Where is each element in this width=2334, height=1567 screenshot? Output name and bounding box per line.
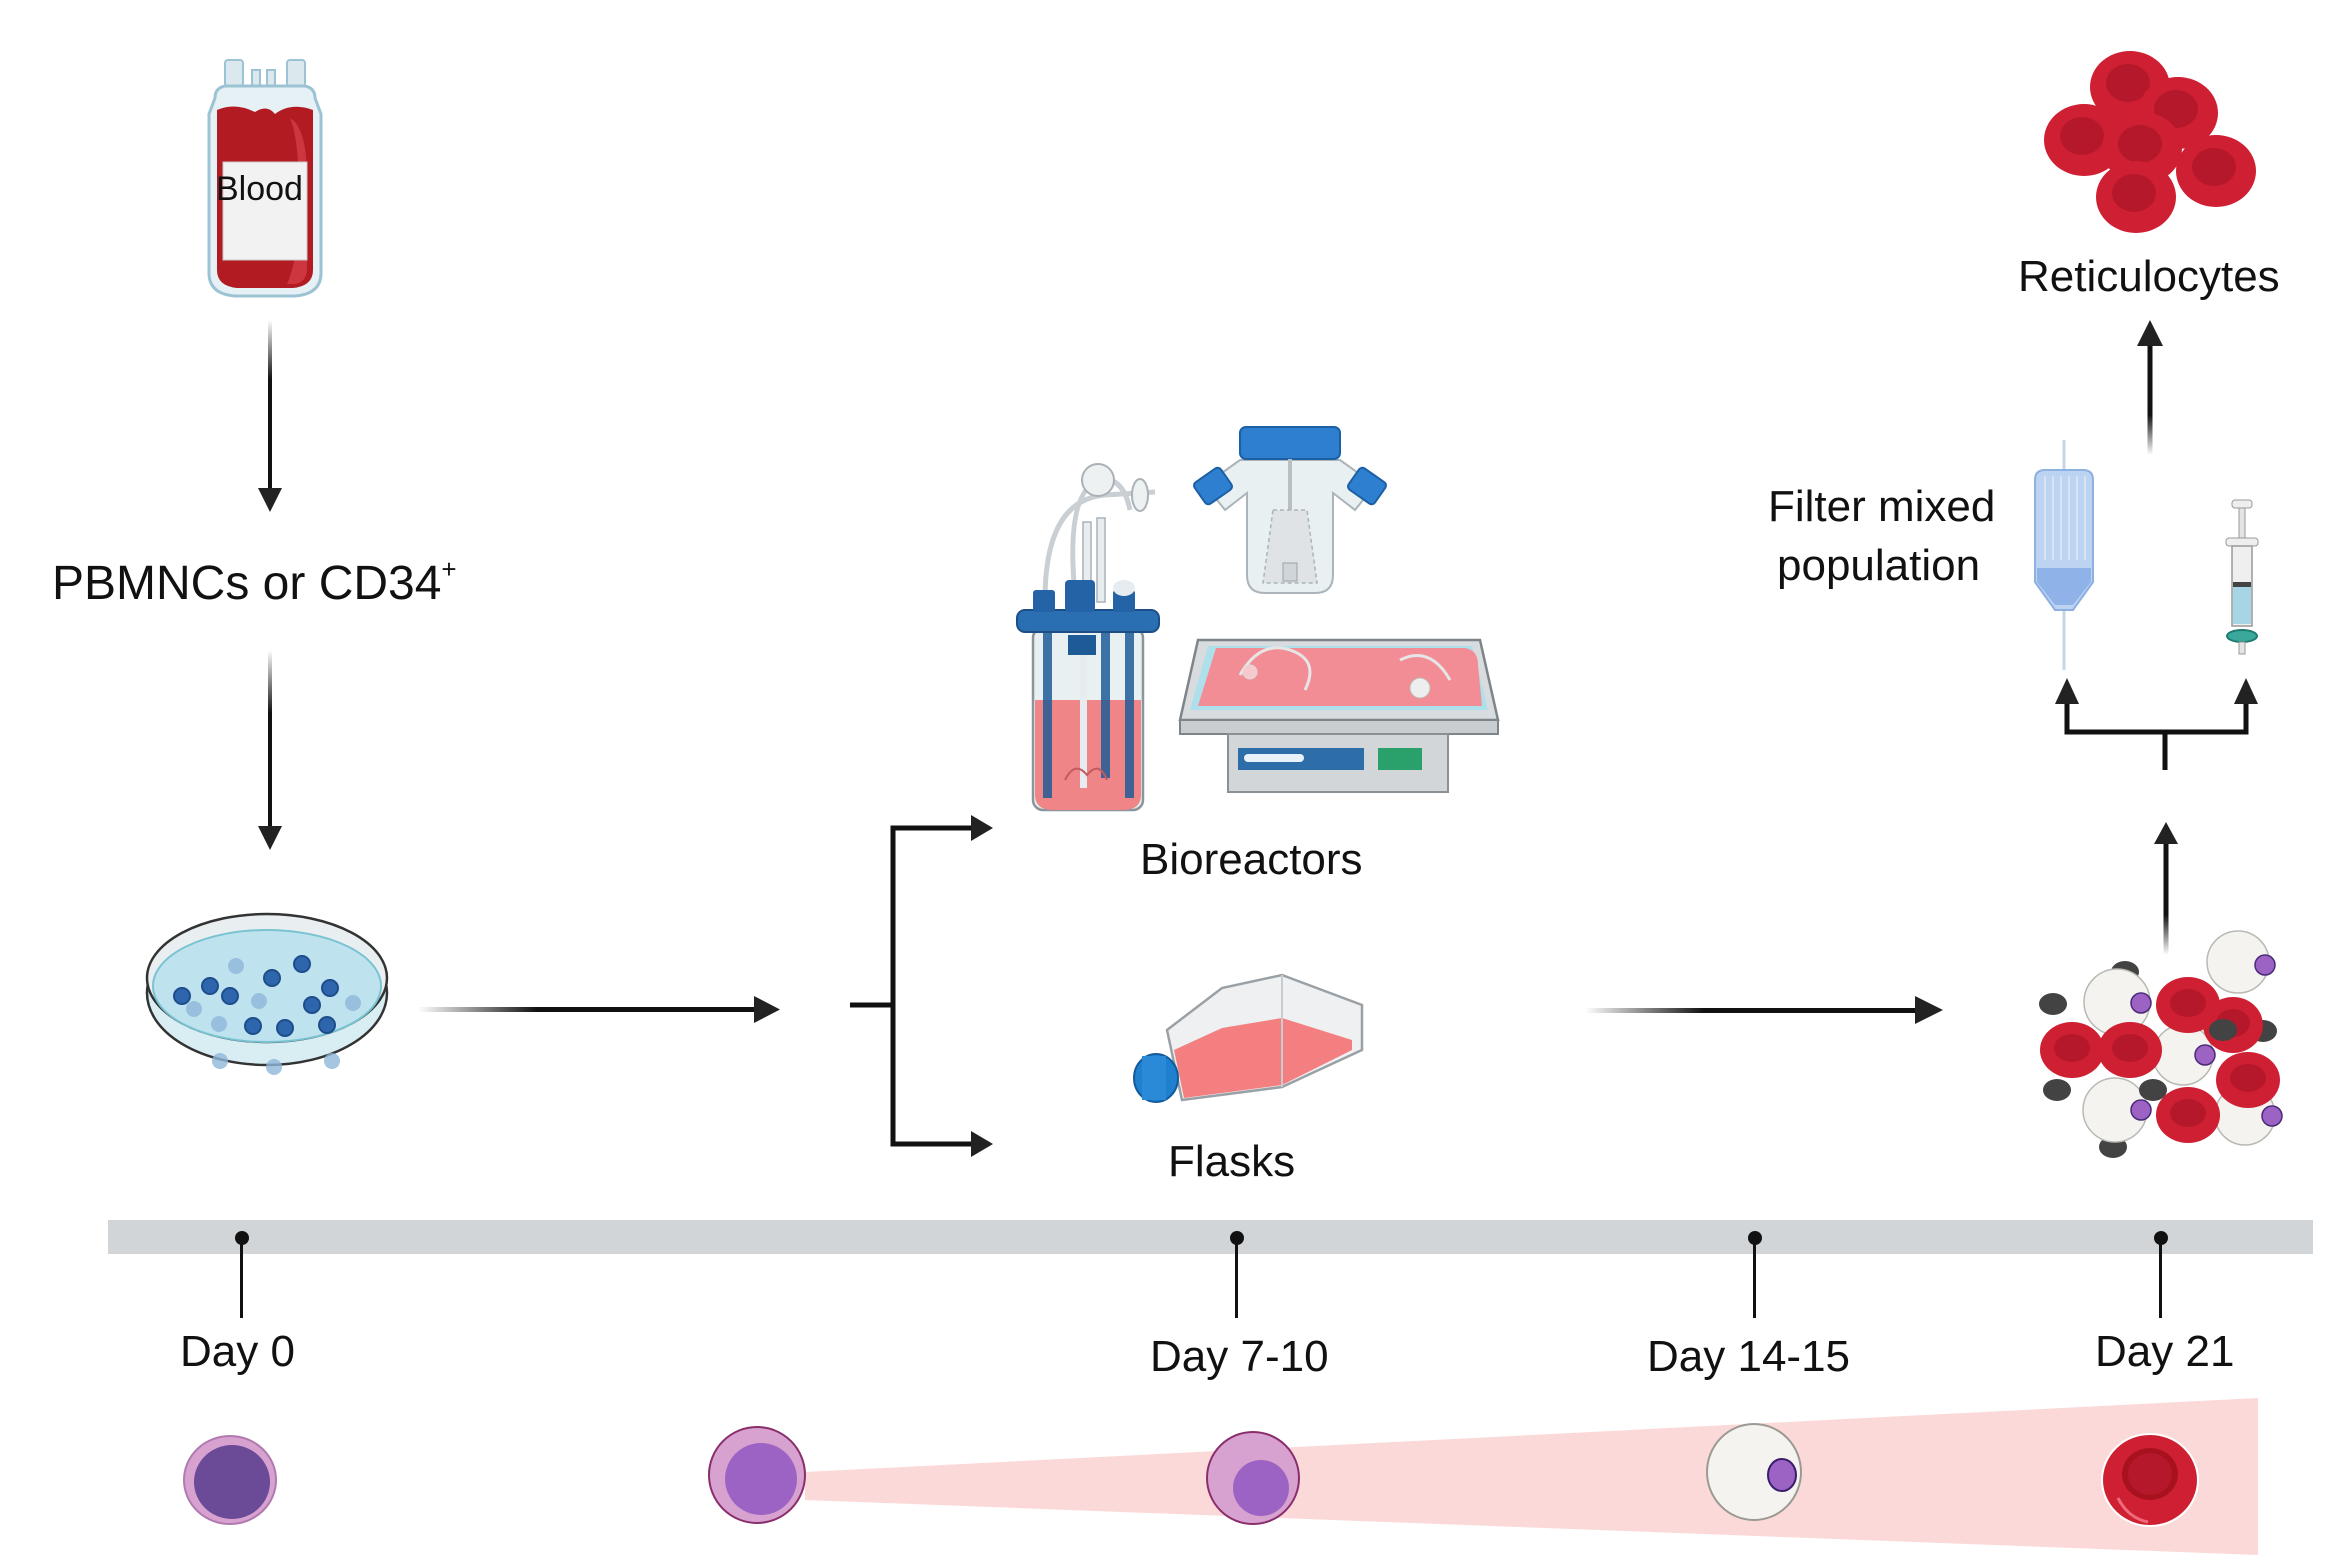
spinner-flask-icon <box>1193 426 1387 594</box>
filter-split-arrows <box>2055 678 2258 770</box>
filter-column-icon <box>2034 440 2094 670</box>
arrow-filter-to-reticulocytes <box>2137 320 2163 455</box>
filter-label-line2: population <box>1777 541 1981 590</box>
stirred-tank-bioreactor-icon <box>1016 463 1160 812</box>
arrow-cells-to-dish <box>258 650 282 850</box>
day-label-14-15: Day 14-15 <box>1647 1332 1851 1381</box>
arrow-blood-to-cells <box>258 320 282 512</box>
split-bracket-arrows <box>850 815 993 1157</box>
arrow-dish-to-culture <box>418 996 780 1023</box>
blood-bag-label: Blood <box>216 170 303 208</box>
reticulocytes-icon <box>2044 51 2256 233</box>
source-cells-sup: + <box>441 554 457 584</box>
dish-cells <box>173 955 361 1075</box>
syringe-filter-icon <box>2225 499 2259 655</box>
day-label-21: Day 21 <box>2095 1327 2235 1376</box>
cell-stage-orthochromatic-erythroblast <box>1706 1423 1802 1521</box>
day-label-0: Day 0 <box>180 1327 295 1376</box>
mixed-cell-population-icon <box>2039 930 2283 1158</box>
cell-stage-reticulocyte <box>2101 1433 2199 1527</box>
arrow-mixed-to-filter <box>2154 822 2178 955</box>
cell-stage-erythroblast <box>1206 1431 1300 1525</box>
culture-flask-icon <box>1133 973 1364 1103</box>
timeline-bar <box>108 1220 2313 1254</box>
arrow-culture-to-mixed <box>1585 996 1943 1024</box>
filter-label-line1: Filter mixed <box>1768 482 1996 531</box>
source-cells-text: PBMNCs or CD34 <box>52 557 442 610</box>
bioreactors-label: Bioreactors <box>1140 835 1363 884</box>
flasks-label: Flasks <box>1168 1137 1296 1186</box>
petri-dish-icon <box>145 912 389 1075</box>
cell-stage-proerythroblast <box>708 1426 806 1524</box>
wave-bioreactor-icon <box>1178 638 1500 793</box>
blood-bag-icon <box>207 59 323 298</box>
reticulocytes-label: Reticulocytes <box>2018 252 2280 301</box>
nuclei <box>2130 954 2283 1127</box>
day-label-7-10: Day 7-10 <box>1150 1332 1329 1381</box>
cell-stage-hematopoietic-progenitor <box>183 1435 277 1525</box>
source-cells-label: PBMNCs or CD34+ <box>52 556 457 610</box>
